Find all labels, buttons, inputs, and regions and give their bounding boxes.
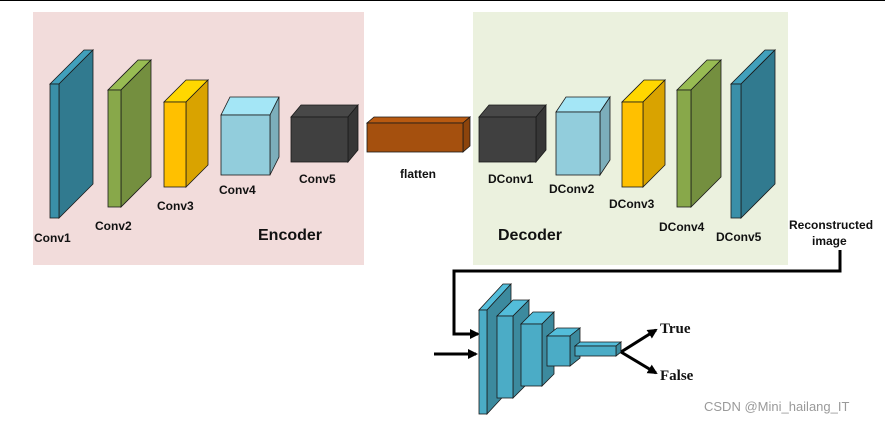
decoder-block-dconv3 bbox=[621, 79, 666, 188]
label-conv3: Conv3 bbox=[157, 199, 194, 213]
reconstructed-path-arrow bbox=[452, 250, 842, 339]
false-arrow bbox=[620, 350, 658, 375]
decoder-block-dconv4 bbox=[676, 59, 722, 208]
encoder-block-conv2 bbox=[107, 59, 152, 208]
decoder-block-dconv2 bbox=[555, 95, 611, 177]
encoder-title: Encoder bbox=[258, 227, 322, 244]
encoder-block-conv5 bbox=[290, 103, 359, 164]
label-flatten: flatten bbox=[400, 167, 436, 181]
reconstructed-label-line2: image bbox=[812, 234, 847, 248]
true-arrow bbox=[620, 328, 658, 354]
discriminator-block-3 bbox=[520, 311, 555, 387]
discriminator-block-5 bbox=[573, 341, 623, 357]
label-dconv1: DConv1 bbox=[488, 172, 534, 186]
encoder-block-conv1 bbox=[49, 49, 94, 219]
label-dconv3: DConv3 bbox=[609, 197, 655, 211]
label-conv5: Conv5 bbox=[299, 172, 336, 186]
decoder-title: Decoder bbox=[498, 227, 562, 244]
decoder-block-dconv5 bbox=[730, 49, 776, 219]
label-conv1: Conv1 bbox=[34, 231, 71, 245]
watermark: CSDN @Mini_hailang_IT bbox=[704, 399, 849, 414]
output-true: True bbox=[660, 321, 691, 337]
encoder-block-conv4 bbox=[220, 96, 280, 176]
label-dconv4: DConv4 bbox=[659, 220, 705, 234]
encoder-block-conv3 bbox=[163, 79, 209, 188]
output-false: False bbox=[660, 368, 694, 384]
flatten-block bbox=[365, 116, 472, 153]
label-dconv5: DConv5 bbox=[716, 230, 762, 244]
label-dconv2: DConv2 bbox=[549, 182, 595, 196]
decoder-block-dconv1 bbox=[478, 103, 547, 164]
label-conv4: Conv4 bbox=[219, 183, 256, 197]
reconstructed-label-line1: Reconstructed bbox=[789, 218, 873, 232]
label-conv2: Conv2 bbox=[95, 219, 132, 233]
